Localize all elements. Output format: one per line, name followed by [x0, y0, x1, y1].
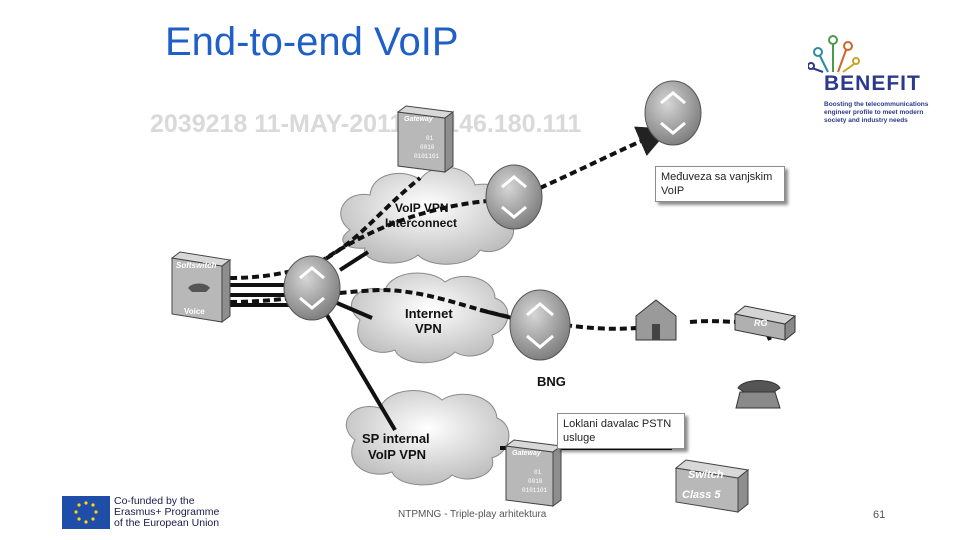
logo-name: BENEFIT [824, 72, 921, 95]
circuit-tree-icon [808, 35, 860, 73]
cloud-label-sp-voip-vpn: VoIP VPN [368, 447, 426, 462]
rg-label: RG [754, 318, 768, 328]
cloud-label-interconnect: Interconnect [385, 216, 457, 230]
slide-footer: NTPMNG - Triple-play arhitektura [398, 509, 547, 520]
eu-flag-icon [62, 496, 110, 529]
cloud-label-internet: Internet [405, 306, 453, 321]
eu-cofunded-badge: Co-funded by the Erasmus+ Programme of t… [62, 496, 240, 530]
gateway-bottom-bits-2: 0010 [528, 478, 543, 485]
gateway-bottom-device: Gateway 01 0010 0101101 [504, 439, 563, 507]
bng-label: BNG [537, 374, 566, 389]
house-icon [635, 299, 677, 341]
cloud-label-voip-vpn: VoIP VPN [395, 201, 449, 215]
router-bng [509, 289, 571, 361]
gateway-top-bits-1: 01 [426, 135, 434, 142]
gateway-bottom-bits-1: 01 [534, 469, 542, 476]
callout-interconnect: Međuveza sa vanjskim VoIP [655, 166, 785, 202]
logo-tagline: Boosting the telecommunications engineer… [824, 101, 929, 124]
router-center [283, 255, 341, 321]
router-external [644, 80, 702, 146]
telephone-icon [735, 380, 781, 409]
phone-icon [188, 283, 210, 292]
softswitch-device: Softswitch Voice [170, 251, 232, 323]
page-number: 61 [873, 509, 886, 521]
switch-label: Switch [688, 469, 724, 481]
slide-title: End-to-end VoIP [165, 20, 459, 64]
eu-line-3: of the European Union [114, 517, 220, 529]
router-interconnect [485, 164, 543, 230]
benefit-logo: BENEFIT Boosting the telecommunications … [808, 28, 944, 130]
eu-line-1: Co-funded by the [114, 495, 195, 507]
rg-device: RG [733, 305, 797, 342]
gateway-bottom-bits-3: 0101101 [522, 487, 548, 494]
switch-sub-label: Class 5 [682, 489, 721, 501]
cloud-label-sp-internal: SP internal [362, 431, 430, 446]
gateway-top-device: Gateway 01 0010 0101101 [396, 105, 455, 173]
class5-switch-device: Switch Class 5 [674, 459, 750, 514]
softswitch-sub: Voice [184, 307, 205, 316]
gateway-top-bits-2: 0010 [420, 144, 435, 151]
softswitch-label: Softswitch [176, 261, 217, 270]
eu-line-2: Erasmus+ Programme [114, 506, 220, 518]
gateway-bottom-label: Gateway [512, 450, 542, 457]
gateway-top-bits-3: 0101101 [414, 153, 440, 160]
gateway-top-label: Gateway [404, 116, 434, 123]
watermark-text: 2039218 11-MAY-2011 89.146.180.111 [150, 110, 582, 138]
cloud-label-vpn: VPN [415, 321, 442, 336]
callout-pstn: Loklani davalac PSTN usluge [557, 413, 685, 449]
